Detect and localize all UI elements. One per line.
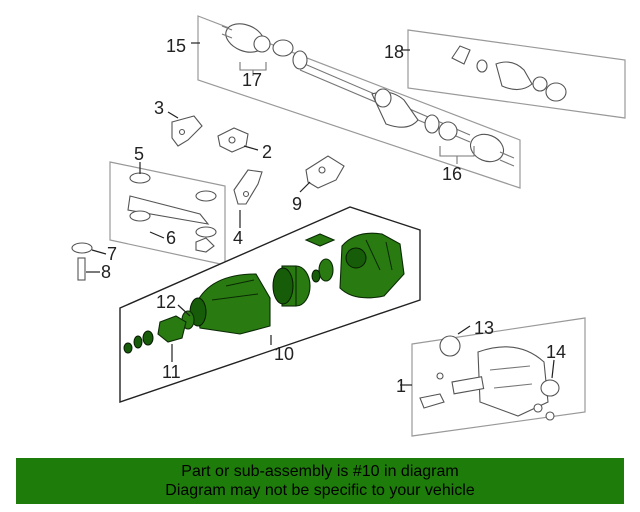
rear-differential-panel-1 — [411, 317, 586, 437]
banner-line-2: Diagram may not be specific to your vehi… — [165, 482, 475, 499]
callout-numbers: 15 17 18 16 3 2 5 6 4 9 7 8 12 11 10 13 … — [101, 36, 566, 396]
callout-4: 4 — [233, 228, 243, 248]
callout-14: 14 — [546, 342, 566, 362]
bolt-parts-7-8 — [71, 242, 93, 281]
bracket-part-3 — [171, 115, 203, 147]
bracket-part-2 — [217, 127, 249, 153]
rear-differential-assembly-10[interactable] — [119, 206, 421, 403]
callout-10[interactable]: 10 — [274, 344, 294, 364]
callout-13: 13 — [474, 318, 494, 338]
callout-18: 18 — [384, 42, 404, 62]
mount-part-9 — [305, 155, 345, 189]
leader-lines — [86, 42, 555, 386]
callout-9: 9 — [292, 194, 302, 214]
callout-15: 15 — [166, 36, 186, 56]
callout-17: 17 — [242, 70, 262, 90]
callout-7: 7 — [107, 244, 117, 264]
callout-16: 16 — [442, 164, 462, 184]
callout-11: 11 — [162, 362, 181, 382]
callout-3: 3 — [154, 98, 164, 118]
driveshaft-panel-15 — [197, 15, 521, 189]
banner-line-1: Part or sub-assembly is #10 in diagram — [181, 463, 459, 480]
bracket-part-4 — [233, 169, 263, 205]
parts-diagram: 15 17 18 16 3 2 5 6 4 9 7 8 12 11 10 13 … — [71, 15, 626, 437]
callout-6: 6 — [166, 228, 176, 248]
callout-8: 8 — [101, 262, 111, 282]
driveshaft-panel-18 — [407, 29, 626, 119]
crossmember-panel-5 — [109, 161, 226, 266]
callout-12: 12 — [156, 292, 176, 312]
callout-1: 1 — [396, 376, 406, 396]
callout-5: 5 — [134, 144, 144, 164]
info-banner: Part or sub-assembly is #10 in diagram D… — [16, 458, 624, 504]
callout-2: 2 — [262, 142, 272, 162]
